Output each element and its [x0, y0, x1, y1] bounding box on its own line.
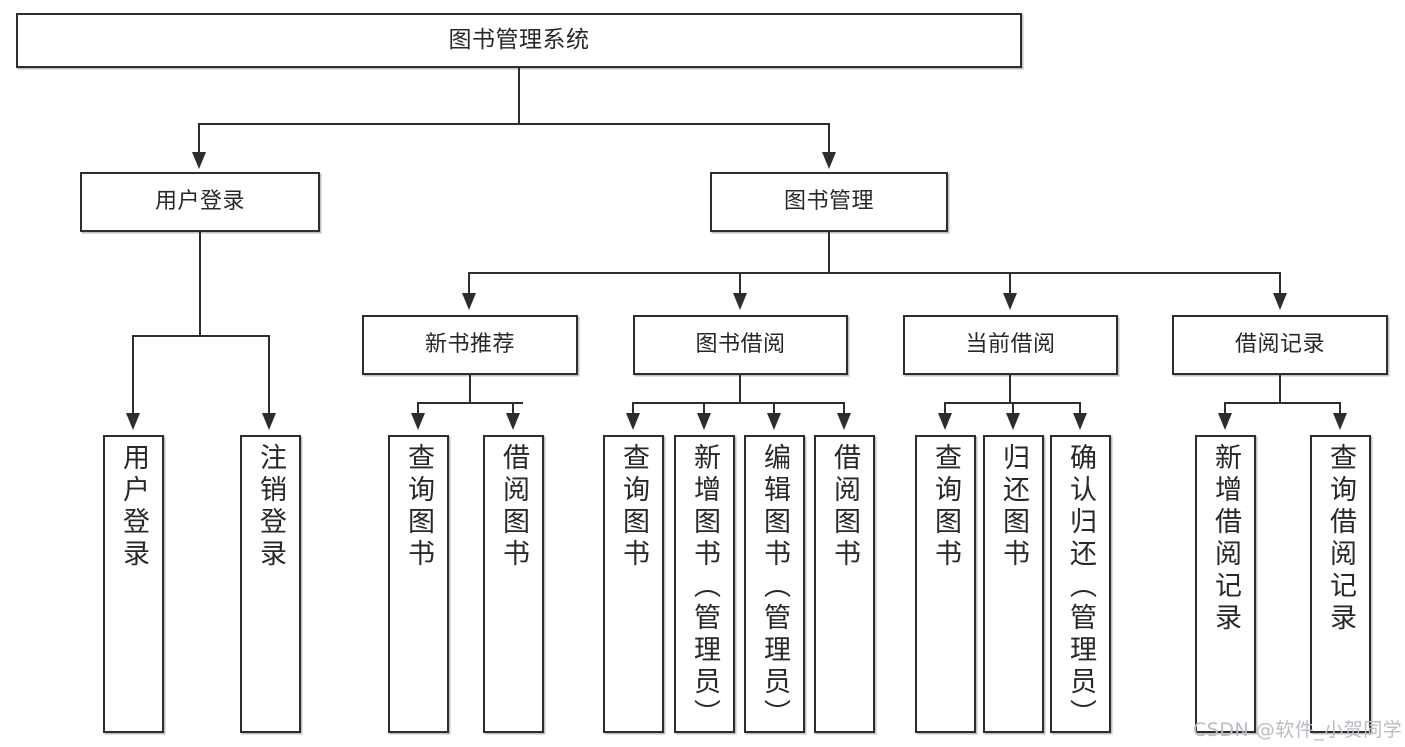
connector-drop-leaf-edit-book: [773, 402, 775, 416]
arrowhead-leaf-add-borrow-record: [1218, 413, 1232, 430]
node-user-login[interactable]: 用户登录: [80, 172, 320, 232]
node-label: 用户登录: [154, 189, 245, 215]
leaf-edit-book[interactable]: 编辑图书（管理员）: [744, 435, 805, 733]
node-label: 注销登录: [255, 443, 286, 571]
leaf-query-book-1[interactable]: 查询图书: [388, 435, 449, 733]
node-label: 查询借阅记录: [1325, 443, 1356, 635]
arrowhead-leaf-return-book: [1006, 413, 1020, 430]
connector-drop-leaf-user-login: [132, 335, 134, 416]
arrowhead-leaf-add-book: [697, 413, 711, 430]
connector-drop-book-borrow: [739, 272, 741, 296]
connector-borrow-record-bus: [1224, 402, 1341, 404]
connector-new-book-recommend-bus: [417, 402, 523, 404]
node-label: 查询图书: [930, 443, 961, 571]
connector-drop-leaf-query-book-1: [417, 402, 419, 416]
arrowhead-leaf-confirm-return: [1073, 413, 1087, 430]
arrowhead-leaf-edit-book: [767, 413, 781, 430]
node-label: 图书管理: [783, 189, 874, 215]
arrowhead-leaf-query-book-1: [411, 413, 425, 430]
connector-new-book-recommend-stem: [469, 375, 471, 403]
connector-drop-leaf-add-borrow-record: [1224, 402, 1226, 416]
connector-drop-user-login: [198, 123, 200, 156]
connector-book-borrow-bus: [632, 402, 845, 404]
connector-drop-leaf-query-borrow-record: [1339, 402, 1341, 416]
arrowhead-user-login: [192, 152, 206, 169]
connector-level3-bus: [468, 272, 1280, 274]
connector-root-stem: [518, 68, 520, 124]
connector-book-management-stem: [828, 232, 830, 274]
connector-drop-leaf-query-book-2: [632, 402, 634, 416]
leaf-add-borrow-record[interactable]: 新增借阅记录: [1195, 435, 1256, 733]
node-label: 确认归还（管理员）: [1065, 443, 1096, 731]
arrowhead-borrow-record: [1273, 293, 1287, 310]
node-current-borrow[interactable]: 当前借阅: [903, 315, 1118, 375]
connector-user-login-bus: [132, 335, 270, 337]
connector-root-bus: [198, 123, 830, 125]
arrowhead-book-borrow: [733, 293, 747, 310]
node-label: 图书借阅: [695, 332, 786, 358]
connector-drop-leaf-return-book: [1012, 402, 1014, 416]
connector-drop-book-management: [828, 123, 830, 156]
node-label: 借阅记录: [1234, 332, 1325, 358]
arrowhead-current-borrow: [1003, 293, 1017, 310]
arrowhead-leaf-query-book-3: [938, 413, 952, 430]
leaf-borrow-book-1[interactable]: 借阅图书: [483, 435, 544, 733]
arrowhead-leaf-borrow-book-1: [506, 413, 520, 430]
arrowhead-leaf-query-borrow-record: [1333, 413, 1347, 430]
leaf-logout-login[interactable]: 注销登录: [240, 435, 301, 733]
node-book-borrow[interactable]: 图书借阅: [633, 315, 848, 375]
node-root-system[interactable]: 图书管理系统: [16, 13, 1022, 68]
connector-drop-new-book-recommend: [468, 272, 470, 296]
node-borrow-record[interactable]: 借阅记录: [1172, 315, 1388, 375]
node-new-book-recommend[interactable]: 新书推荐: [362, 315, 578, 375]
node-label: 当前借阅: [965, 332, 1056, 358]
leaf-add-book[interactable]: 新增图书（管理员）: [674, 435, 735, 733]
connector-drop-leaf-confirm-return: [1079, 402, 1081, 416]
leaf-user-login[interactable]: 用户登录: [103, 435, 164, 733]
node-label: 新增借阅记录: [1210, 443, 1241, 635]
connector-drop-leaf-borrow-book-2: [843, 402, 845, 416]
connector-drop-current-borrow: [1009, 272, 1011, 296]
connector-drop-leaf-borrow-book-1: [512, 402, 514, 416]
connector-drop-borrow-record: [1279, 272, 1281, 296]
node-label: 借阅图书: [498, 443, 529, 571]
connector-book-borrow-stem: [739, 375, 741, 403]
arrowhead-leaf-query-book-2: [626, 413, 640, 430]
leaf-borrow-book-2[interactable]: 借阅图书: [814, 435, 875, 733]
node-label: 图书管理系统: [448, 26, 590, 53]
node-label: 查询图书: [618, 443, 649, 571]
leaf-query-book-2[interactable]: 查询图书: [603, 435, 664, 733]
arrowhead-book-management: [822, 152, 836, 169]
node-book-management[interactable]: 图书管理: [710, 172, 948, 232]
node-label: 借阅图书: [829, 443, 860, 571]
connector-drop-leaf-query-book-3: [944, 402, 946, 416]
node-label: 用户登录: [118, 443, 149, 571]
connector-user-login-stem: [199, 232, 201, 336]
arrowhead-new-book-recommend: [462, 293, 476, 310]
connector-drop-leaf-logout-login: [268, 335, 270, 416]
connector-borrow-record-stem: [1279, 375, 1281, 403]
node-label: 编辑图书（管理员）: [759, 443, 790, 731]
connector-current-borrow-stem: [1009, 375, 1011, 403]
node-label: 归还图书: [998, 443, 1029, 571]
leaf-return-book[interactable]: 归还图书: [983, 435, 1044, 733]
node-label: 新增图书（管理员）: [689, 443, 720, 731]
connector-drop-leaf-add-book: [703, 402, 705, 416]
node-label: 新书推荐: [424, 332, 515, 358]
leaf-confirm-return[interactable]: 确认归还（管理员）: [1050, 435, 1111, 733]
leaf-query-book-3[interactable]: 查询图书: [915, 435, 976, 733]
arrowhead-leaf-user-login: [126, 413, 140, 430]
arrowhead-leaf-logout-login: [262, 413, 276, 430]
leaf-query-borrow-record[interactable]: 查询借阅记录: [1310, 435, 1371, 733]
node-label: 查询图书: [403, 443, 434, 571]
arrowhead-leaf-borrow-book-2: [837, 413, 851, 430]
